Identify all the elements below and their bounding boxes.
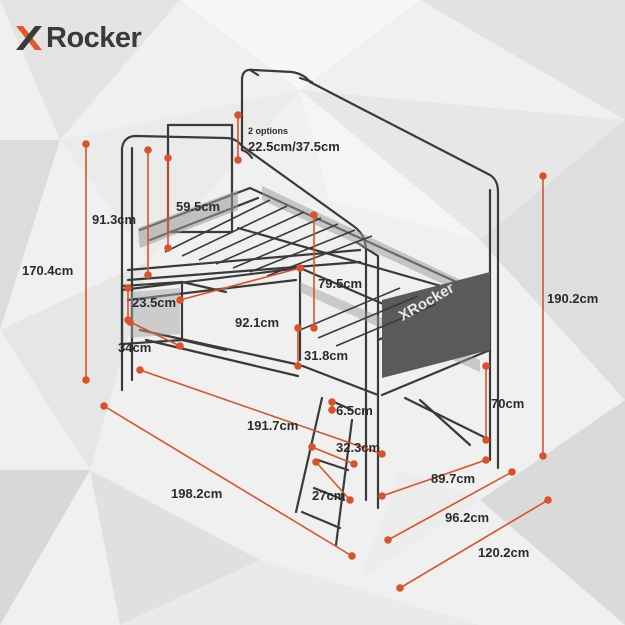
dimension-lines [82, 111, 552, 592]
label-step-depth: 6.5cm [336, 403, 373, 418]
x-mark-icon [16, 26, 42, 50]
side-panel [382, 272, 490, 378]
label-total-height: 170.4cm [22, 263, 74, 278]
label-drawer-depth: 34cm [118, 340, 152, 355]
label-total-width: 120.2cm [478, 545, 530, 560]
label-drawer-height: 23.5cm [132, 295, 177, 310]
label-mattress-length: 191.7cm [247, 418, 299, 433]
brand-name: Rocker [46, 21, 142, 54]
label-overall-height: 190.2cm [547, 291, 599, 306]
mesh-panels [130, 186, 490, 378]
label-side-panel-width: 59.5cm [176, 199, 221, 214]
label-overall-width: 96.2cm [445, 510, 490, 525]
label-ladder-width: 32.3cm [336, 440, 381, 455]
label-frame-width: 89.7cm [431, 471, 476, 486]
label-ladder-gap: 31.8cm [304, 348, 349, 363]
label-headboard-height: 22.5cm/37.5cm [248, 139, 340, 154]
bed-slats [164, 199, 437, 347]
label-bed-length: 92.1cm [235, 315, 280, 330]
label-overall-length: 198.2cm [171, 486, 223, 501]
label-leg-height: 70cm [491, 396, 525, 411]
label-rail-height: 91.3cm [92, 212, 137, 227]
brand-logo: Rocker [14, 18, 142, 58]
label-options-note: 2 options [248, 126, 288, 136]
label-under-bed-height: 79.5cm [318, 276, 363, 291]
label-step-spacing: 27cm [312, 488, 346, 503]
